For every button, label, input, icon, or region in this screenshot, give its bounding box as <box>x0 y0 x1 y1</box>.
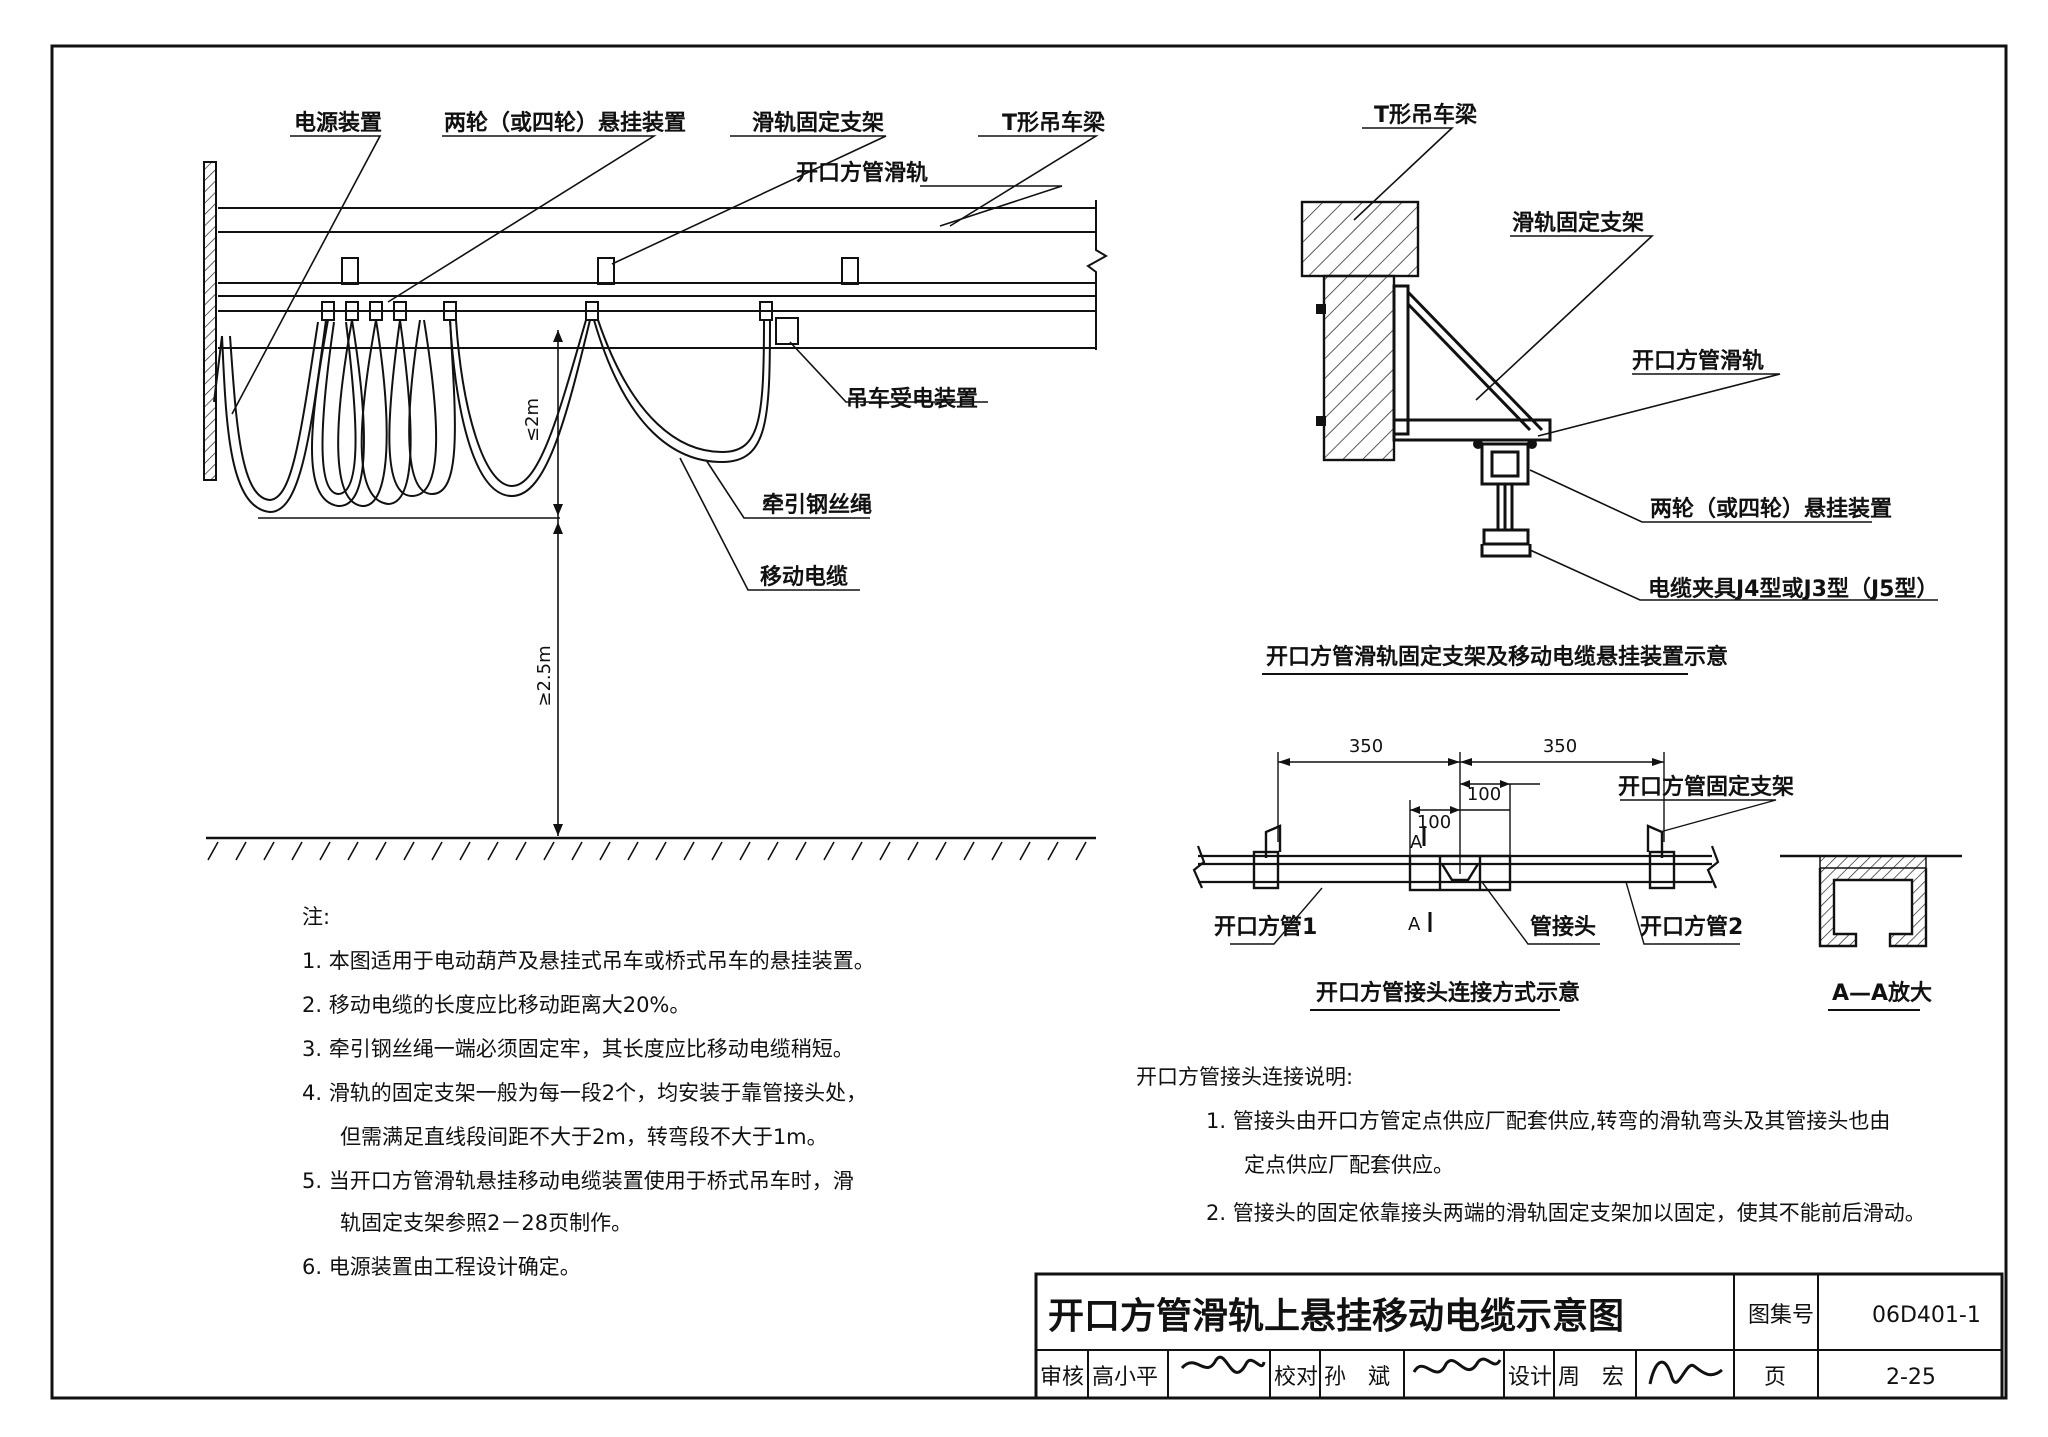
joint-note-item: 定点供应厂配套供应。 <box>1244 1153 1454 1177</box>
reviewer-signature <box>1180 1355 1266 1374</box>
joint-note-item: 2. 管接头的固定依靠接头两端的滑轨固定支架加以固定，使其不能前后滑动。 <box>1206 1201 1926 1225</box>
rail-bracket <box>341 257 359 285</box>
note-item: 2. 移动电缆的长度应比移动距离大20%。 <box>302 993 690 1017</box>
notes: 注: 1. 本图适用于电动葫芦及悬挂式吊车或桥式吊车的悬挂装置。 2. 移动电缆… <box>302 905 875 1279</box>
check-label: 校对 <box>1274 1365 1318 1390</box>
section-t-beam: T形吊车梁 <box>1374 102 1477 128</box>
drawing-title: 开口方管滑轨上悬挂移动电缆示意图 <box>1048 1296 1624 1337</box>
pipe1-label: 开口方管1 <box>1214 914 1317 940</box>
leaders <box>231 135 1099 591</box>
page-number: 2-25 <box>1886 1365 1936 1390</box>
note-item: 但需满足直线段间距不大于2m，转弯段不大于1m。 <box>340 1125 828 1149</box>
label-traction-rope: 牵引钢丝绳 <box>762 492 872 518</box>
dim-350-left: 350 <box>1349 736 1383 757</box>
checker-signature <box>1412 1357 1502 1374</box>
dim-100a: 100 <box>1467 784 1501 805</box>
drawing-border <box>50 44 2008 1400</box>
section-hanger: 两轮（或四轮）悬挂装置 <box>1650 496 1892 522</box>
bracket <box>1392 284 1552 442</box>
note-item: 1. 本图适用于电动葫芦及悬挂式吊车或桥式吊车的悬挂装置。 <box>302 949 875 973</box>
page-label: 页 <box>1764 1365 1786 1390</box>
label-power-device: 电源装置 <box>294 111 382 136</box>
dim-2m: ≤2m <box>522 398 543 442</box>
note-item: 3. 牵引钢丝绳一端必须固定牢，其长度应比移动电缆稍短。 <box>302 1037 854 1061</box>
label-crane-receiver: 吊车受电装置 <box>846 386 978 412</box>
joint-notes-heading: 开口方管接头连接说明: <box>1136 1065 1353 1089</box>
dim-2-5m: ≥2.5m <box>534 645 555 706</box>
main-elevation: ≤2m ≥2.5m 电源装置 两轮（或四轮）悬挂装置 滑轨固定支架 T形吊车梁 … <box>203 110 1108 861</box>
label-open-rail: 开口方管滑轨 <box>796 160 928 186</box>
dim-100b: 100 <box>1417 812 1451 833</box>
design-label: 设计 <box>1508 1365 1552 1390</box>
note-item: 5. 当开口方管滑轨悬挂移动电缆装置使用于桥式吊车时，滑 <box>302 1169 854 1193</box>
rail-hanger <box>1480 442 1532 558</box>
aa-caption: A—A放大 <box>1832 980 1932 1006</box>
note-item: 4. 滑轨的固定支架一般为每一段2个，均安装于靠管接头处， <box>302 1081 867 1105</box>
review-label: 审核 <box>1040 1365 1084 1390</box>
rail-bracket <box>597 257 615 285</box>
atlas-number: 06D401-1 <box>1872 1303 1981 1328</box>
label-mobile-cable: 移动电缆 <box>760 564 848 590</box>
section-rail: 开口方管滑轨 <box>1632 348 1764 374</box>
title-block: 开口方管滑轨上悬挂移动电缆示意图 图集号 06D401-1 审核 高小平 校对 … <box>1034 1272 2004 1400</box>
aa-section: A—A放大 <box>1780 854 1962 1011</box>
designer-name: 周 宏 <box>1558 1365 1624 1390</box>
section-mark-bottom: A <box>1408 914 1421 935</box>
note-item: 6. 电源装置由工程设计确定。 <box>302 1255 581 1279</box>
label-t-beam: T形吊车梁 <box>1002 110 1105 136</box>
t-beam-web <box>1322 274 1396 462</box>
section-clamp: 电缆夹具J4型或J3型（J5型） <box>1648 576 1938 602</box>
fixed-bracket-label: 开口方管固定支架 <box>1618 774 1794 800</box>
label-rail-bracket: 滑轨固定支架 <box>752 110 884 136</box>
label-wheel-hanger: 两轮（或四轮）悬挂装置 <box>444 110 686 136</box>
hanger <box>585 301 599 321</box>
joint-note-item: 1. 管接头由开口方管定点供应厂配套供应,转弯的滑轨弯头及其管接头也由 <box>1206 1109 1890 1133</box>
joint-detail: 350 350 100 100 <box>1192 736 1962 1011</box>
crane-receiver <box>775 317 799 345</box>
atlas-label: 图集号 <box>1748 1303 1814 1328</box>
joint-leaders <box>1230 799 1777 945</box>
t-beam-head <box>1300 200 1420 278</box>
notes-heading: 注: <box>302 905 330 929</box>
joint-caption: 开口方管接头连接方式示意 <box>1316 980 1580 1006</box>
joint-head-label: 管接头 <box>1530 914 1596 940</box>
rail-bracket <box>841 257 859 285</box>
hanger <box>759 301 773 321</box>
section-caption: 开口方管滑轨固定支架及移动电缆悬挂装置示意 <box>1266 644 1728 670</box>
checker-name: 孙 斌 <box>1324 1365 1390 1390</box>
cable-loops <box>213 319 771 514</box>
wall <box>203 161 217 481</box>
floor-hatch <box>207 841 1087 861</box>
section-view: T形吊车梁 滑轨固定支架 开口方管滑轨 两轮（或四轮）悬挂装置 电缆夹具J4型或… <box>1262 102 1938 675</box>
section-leaders <box>1353 127 1938 601</box>
joint-notes: 开口方管接头连接说明: 1. 管接头由开口方管定点供应厂配套供应,转弯的滑轨弯头… <box>1136 1065 1926 1225</box>
section-bracket: 滑轨固定支架 <box>1512 210 1644 236</box>
dim-350-right: 350 <box>1543 736 1577 757</box>
fixing-brackets <box>1252 824 1676 890</box>
reviewer-name: 高小平 <box>1092 1365 1158 1390</box>
section-mark-top: A <box>1410 832 1423 853</box>
note-item: 轨固定支架参照2－28页制作。 <box>340 1211 632 1235</box>
pipe2-label: 开口方管2 <box>1640 914 1743 940</box>
joint-head <box>1408 854 1512 892</box>
designer-signature <box>1648 1360 1723 1385</box>
